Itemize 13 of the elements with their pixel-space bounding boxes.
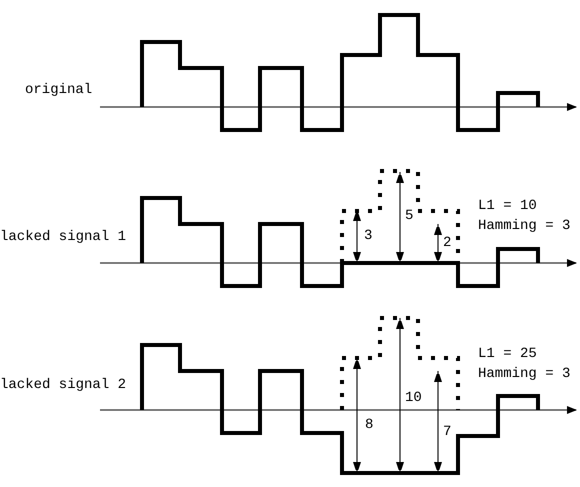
- signal-name: lacked signal 2: [0, 377, 126, 393]
- distance-value: 7: [443, 424, 452, 440]
- distance-value: 8: [365, 417, 374, 433]
- distance-value: 10: [405, 390, 422, 406]
- distance-value: 5: [405, 208, 414, 224]
- metric-text: Hamming = 3: [478, 366, 570, 382]
- distance-value: 2: [443, 235, 452, 251]
- metric-text: L1 = 10: [478, 198, 537, 214]
- signal-name: lacked signal 1: [0, 229, 126, 245]
- distance-value: 3: [364, 228, 372, 244]
- signal-name: original: [25, 82, 92, 98]
- metric-text: Hamming = 3: [478, 218, 570, 234]
- metric-text: L1 = 25: [478, 346, 537, 362]
